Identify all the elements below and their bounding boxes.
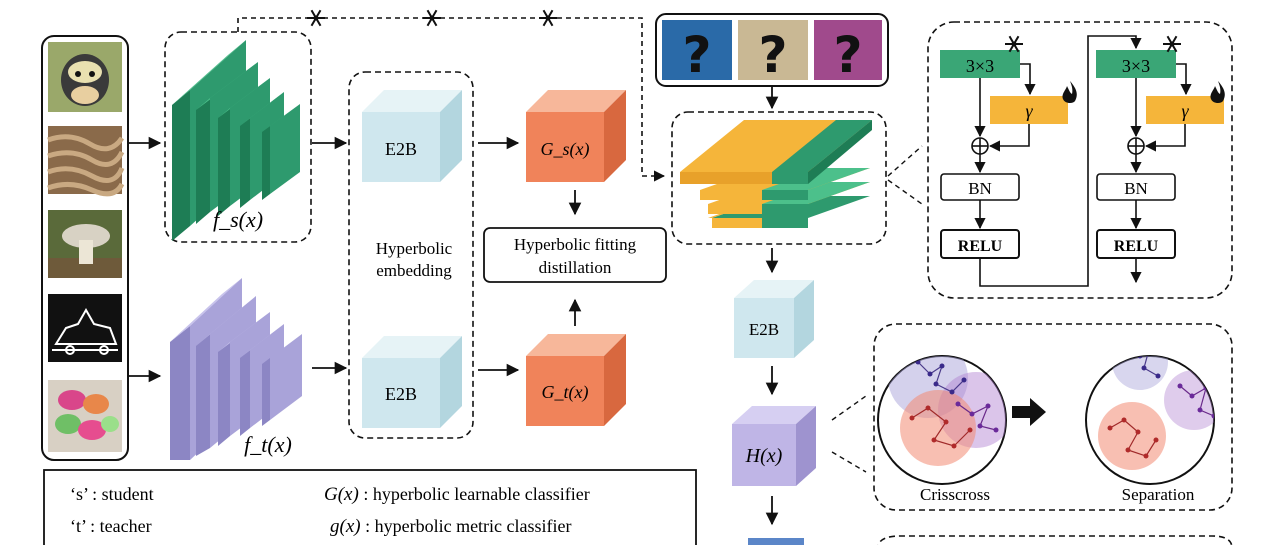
crisscross-disk bbox=[877, 355, 1007, 485]
snowflake-icon bbox=[306, 9, 326, 27]
question-mark-icon: ? bbox=[662, 20, 732, 84]
legend-G-entry: G(x) : hyperbolic learnable classifier bbox=[324, 484, 590, 505]
e2b-teacher-block: E2B bbox=[362, 336, 462, 428]
gamma-label: γ bbox=[1181, 101, 1189, 121]
oplus-icon bbox=[971, 137, 989, 155]
legend-teacher-key: ‘t’ : teacher bbox=[70, 516, 152, 536]
gs-classifier-block: G_s(x) bbox=[526, 90, 626, 182]
input-image-mushroom bbox=[48, 210, 122, 278]
relu-label: RELU bbox=[1114, 238, 1159, 255]
fitting-distillation-line1: Hyperbolic fitting bbox=[514, 235, 637, 254]
snowflake-icon bbox=[1162, 35, 1182, 53]
input-image-monkey bbox=[48, 42, 122, 112]
teacher-network bbox=[170, 278, 302, 460]
e2b-student-label: E2B bbox=[385, 139, 417, 159]
flame-icon bbox=[1062, 81, 1077, 104]
next-block bbox=[748, 538, 804, 545]
residual-connector bbox=[979, 35, 1142, 287]
residual-unit-right: 3×3 γ BN RELU bbox=[1096, 35, 1225, 284]
bn-label: BN bbox=[1124, 179, 1148, 198]
e2b-center-label: E2B bbox=[749, 320, 779, 339]
hx-block: H(x) bbox=[732, 406, 816, 486]
gamma-block bbox=[1146, 96, 1224, 124]
legend-g-description: : hyperbolic metric classifier bbox=[361, 516, 572, 536]
arrow-right-icon bbox=[1012, 398, 1046, 426]
snowflake-icon bbox=[422, 9, 442, 27]
gt-classifier-block: G_t(x) bbox=[526, 334, 626, 426]
conv-label: 3×3 bbox=[966, 56, 994, 76]
gt-label: G_t(x) bbox=[542, 382, 589, 403]
snowflake-icon bbox=[1004, 35, 1024, 53]
feature-stack-frame bbox=[671, 111, 887, 245]
gamma-label: γ bbox=[1025, 101, 1033, 121]
student-network bbox=[172, 40, 300, 241]
separation-panel-frame bbox=[873, 323, 1233, 511]
legend-G-symbol: G(x) bbox=[324, 484, 359, 505]
fitting-distillation-line2: distillation bbox=[539, 258, 612, 277]
hx-label: H(x) bbox=[745, 445, 783, 467]
lower-panel-frame bbox=[877, 535, 1233, 545]
student-label: f_s(x) bbox=[213, 207, 263, 232]
e2b-student-block: E2B bbox=[362, 90, 462, 182]
legend-student-key: ‘s’ : student bbox=[70, 484, 154, 504]
hyperbolic-embedding-line1: Hyperbolic bbox=[376, 239, 453, 258]
feature-stack bbox=[680, 120, 872, 228]
oplus-icon bbox=[1127, 137, 1145, 155]
legend-G-description: : hyperbolic learnable classifier bbox=[359, 484, 590, 504]
gamma-block bbox=[990, 96, 1068, 124]
residual-unit-left: 3×3 γ BN RELU bbox=[940, 35, 1077, 259]
question-mark-icon: ? bbox=[738, 20, 808, 84]
fitting-distillation-box bbox=[483, 227, 667, 283]
svg-text:?: ? bbox=[758, 26, 787, 84]
legend-g-entry: g(x) : hyperbolic metric classifier bbox=[330, 516, 572, 537]
relu-label: RELU bbox=[958, 238, 1003, 255]
legend-box bbox=[43, 469, 697, 545]
hyperbolic-embedding-line2: embedding bbox=[376, 261, 452, 280]
hyperbolic-embedding-frame bbox=[348, 71, 474, 439]
separation-disk bbox=[1085, 355, 1215, 485]
input-image-sketch bbox=[48, 294, 122, 362]
frozen-path bbox=[237, 17, 666, 182]
flame-icon bbox=[1210, 81, 1225, 104]
separation-label: Separation bbox=[1122, 485, 1195, 504]
snowflake-icon bbox=[538, 9, 558, 27]
gs-label: G_s(x) bbox=[541, 139, 590, 160]
input-image-texture bbox=[47, 126, 125, 197]
e2b-teacher-label: E2B bbox=[385, 384, 417, 404]
conv-block bbox=[940, 50, 1020, 78]
e2b-center-block: E2B bbox=[734, 280, 814, 358]
conv-block bbox=[1096, 50, 1176, 78]
teacher-label: f_t(x) bbox=[244, 432, 292, 457]
input-image-macarons bbox=[48, 380, 122, 452]
question-mark-icon: ? bbox=[814, 20, 882, 84]
bn-label: BN bbox=[968, 179, 992, 198]
crisscross-label: Crisscross bbox=[920, 485, 990, 504]
svg-text:?: ? bbox=[682, 26, 711, 84]
residual-block-frame bbox=[927, 21, 1233, 299]
conv-label: 3×3 bbox=[1122, 56, 1150, 76]
legend-g-symbol: g(x) bbox=[330, 516, 361, 537]
svg-text:?: ? bbox=[833, 26, 862, 84]
